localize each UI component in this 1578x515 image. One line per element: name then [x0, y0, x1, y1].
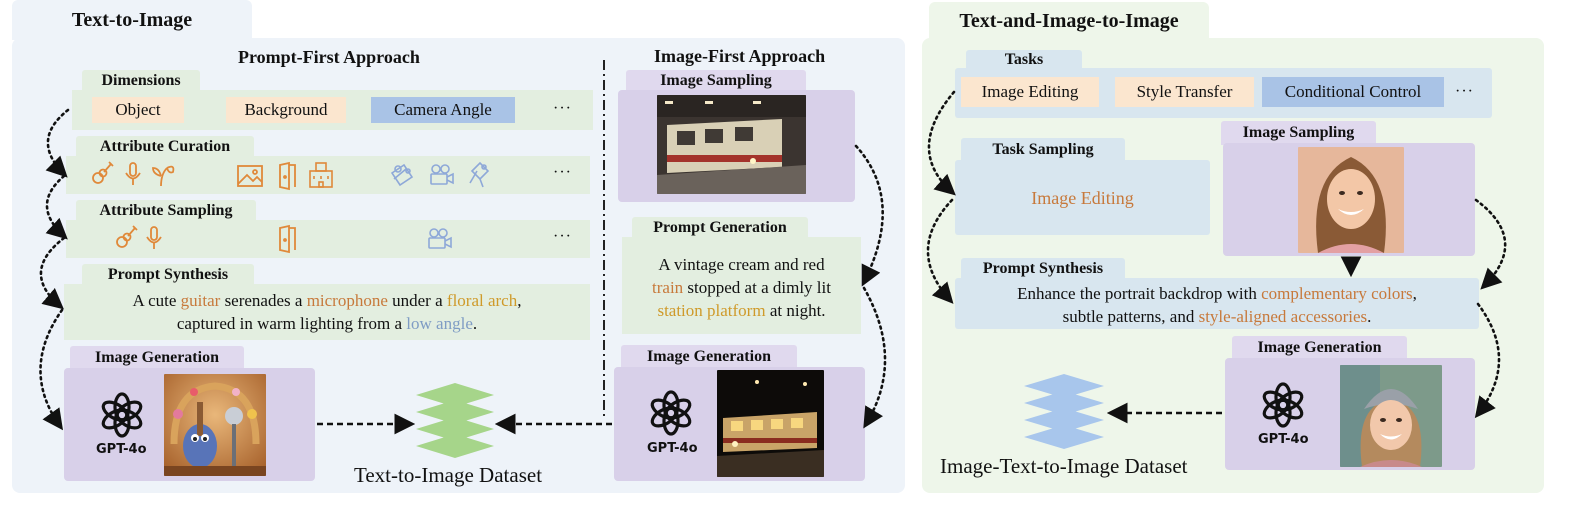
- dimensions-ellipsis: ···: [553, 100, 572, 117]
- attribute-sampling-label: Attribute Sampling: [76, 200, 256, 222]
- highlight-complementary-colors: complementary colors: [1261, 284, 1413, 303]
- generated-guitar-image: [164, 374, 266, 476]
- image-first-heading: Image-First Approach: [654, 46, 826, 66]
- task-sampling-label: Task Sampling: [961, 138, 1125, 162]
- guitar-icon: [92, 161, 114, 184]
- task-sampling-box: [955, 160, 1210, 235]
- task-sampled-text: Image Editing: [1031, 188, 1134, 208]
- sprout-icon: [152, 165, 175, 187]
- microphone-icon: [125, 162, 141, 186]
- prompt-synthesis-box-2: [955, 278, 1479, 329]
- door-icon: [279, 225, 296, 253]
- dataset-arrows: [317, 402, 1222, 435]
- highlight-microphone: microphone: [306, 291, 388, 310]
- sampled-portrait-image: [1298, 147, 1404, 253]
- task-image-editing-chip: Image Editing: [961, 77, 1099, 107]
- gpt-4o-label: GPT-4o: [96, 442, 147, 457]
- task-style-transfer-chip: Style Transfer: [1115, 77, 1254, 107]
- highlight-station-platform: station platform: [657, 301, 766, 320]
- attribute-curation-label: Attribute Curation: [76, 136, 254, 158]
- dimension-background-chip: Background: [226, 97, 346, 123]
- flow-arrows: [39, 90, 1507, 431]
- image-text-to-image-dataset-label: Image-Text-to-Image Dataset: [940, 454, 1188, 478]
- gpt-4o-label-2: GPT-4o: [647, 441, 698, 456]
- tasks-label: Tasks: [966, 50, 1082, 70]
- dimension-object-chip: Object: [92, 97, 184, 123]
- image-generation-label-2: Image Generation: [621, 345, 797, 369]
- openai-logo-icon: [1259, 382, 1307, 428]
- text-to-image-title: Text-to-Image: [12, 0, 252, 40]
- prompt-synthesis-box: [64, 284, 590, 340]
- image-sampling-label: Image Sampling: [626, 70, 806, 92]
- drone-icon: [391, 164, 413, 186]
- curation-camera-icons: [391, 162, 489, 188]
- prompt-synthesis-text: A cute guitar serenades a microphone und…: [132, 291, 522, 333]
- highlight-train: train: [652, 278, 684, 297]
- image-generation-label: Image Generation: [70, 346, 244, 370]
- dimensions-label: Dimensions: [82, 70, 200, 92]
- landscape-icon: [237, 165, 263, 187]
- image-generation-label-3: Image Generation: [1232, 336, 1407, 360]
- highlight-guitar: guitar: [180, 291, 221, 310]
- generated-train-image: [717, 370, 824, 477]
- text-and-image-to-image-title: Text-and-Image-to-Image: [929, 2, 1209, 40]
- guitar-icon: [116, 225, 138, 248]
- sampled-train-image: [657, 95, 806, 194]
- curation-object-icons: [92, 161, 175, 187]
- image-sampling-label-2: Image Sampling: [1221, 121, 1376, 145]
- video-camera-icon: [428, 228, 452, 249]
- satellite-icon: [469, 162, 489, 188]
- microphone-icon: [146, 226, 162, 250]
- building-icon: [309, 162, 333, 188]
- tasks-ellipsis: ···: [1455, 83, 1474, 100]
- text-to-image-dataset-stack-icon: [416, 383, 494, 458]
- task-conditional-control-chip: Conditional Control: [1262, 77, 1444, 107]
- openai-logo-icon: [647, 390, 695, 436]
- text-to-image-dataset-label: Text-to-Image Dataset: [354, 463, 543, 487]
- generated-portrait-image: [1340, 365, 1442, 467]
- gpt-4o-label-3: GPT-4o: [1258, 432, 1309, 447]
- curation-background-icons: [237, 162, 333, 190]
- openai-logo-icon: [98, 392, 146, 438]
- prompt-generation-label: Prompt Generation: [632, 217, 808, 239]
- attribute-sampling-ellipsis: ···: [553, 228, 572, 245]
- prompt-synthesis-text-2: Enhance the portrait backdrop with compl…: [1017, 284, 1417, 326]
- video-camera-icon: [430, 164, 454, 185]
- highlight-low-angle: low angle: [406, 314, 473, 333]
- dimension-camera-angle-chip: Camera Angle: [371, 97, 515, 123]
- prompt-synthesis-label: Prompt Synthesis: [82, 264, 254, 286]
- prompt-first-heading: Prompt-First Approach: [238, 47, 420, 67]
- attribute-curation-ellipsis: ···: [553, 164, 572, 181]
- prompt-synthesis-label-2: Prompt Synthesis: [961, 258, 1125, 280]
- door-icon: [279, 162, 296, 190]
- image-text-to-image-dataset-stack-icon: [1024, 374, 1104, 449]
- prompt-generation-text: A vintage cream and red train stopped at…: [652, 255, 831, 320]
- prompt-generation-box: [622, 237, 861, 334]
- highlight-style-aligned-accessories: style-aligned accessories: [1198, 307, 1368, 326]
- highlight-floral-arch: floral arch: [446, 291, 518, 310]
